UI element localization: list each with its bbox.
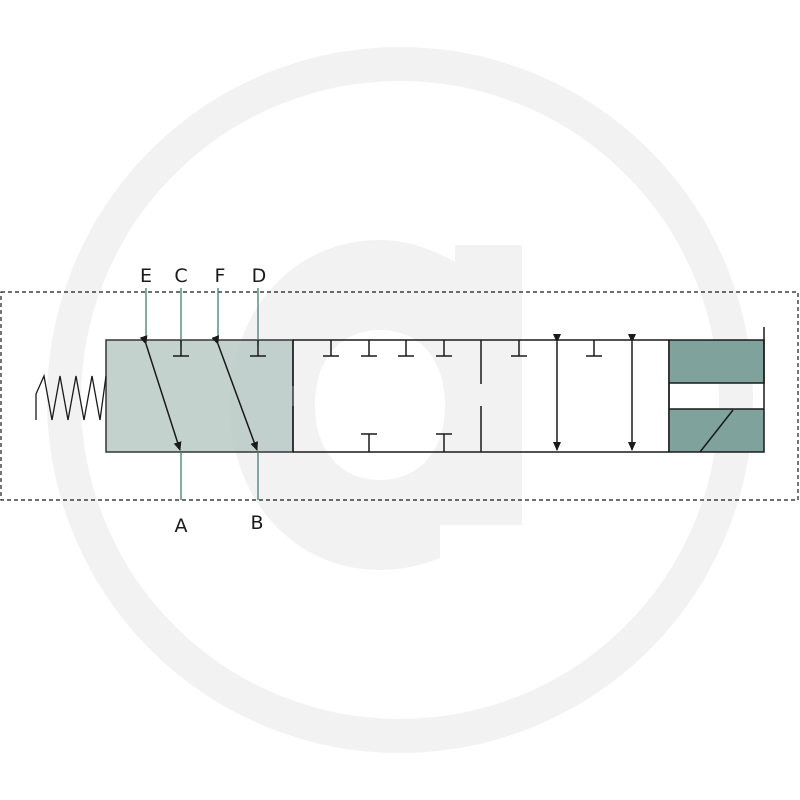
actuator-icon (668, 327, 765, 453)
port-label-a: A (175, 515, 188, 537)
active-position-box (105, 339, 294, 453)
spring-icon (35, 373, 107, 421)
port-label-c: C (174, 265, 187, 287)
dashed-enclosure (0, 291, 799, 501)
port-label-b: B (250, 512, 263, 534)
port-label-e: E (140, 265, 152, 287)
port-label-d: D (252, 265, 267, 287)
port-label-f: F (215, 265, 226, 287)
flow-arrows (139, 334, 636, 451)
